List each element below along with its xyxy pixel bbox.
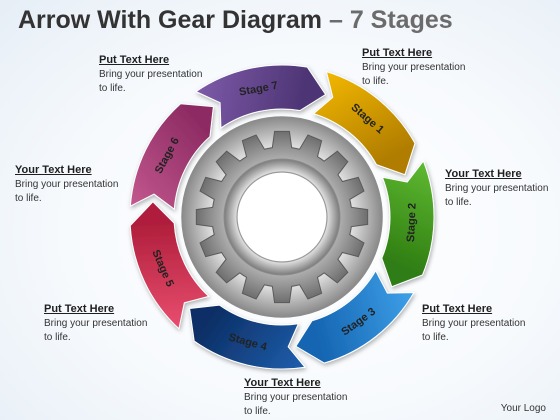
callout-body: Bring your presentation to life. <box>15 179 119 204</box>
callout-body: Bring your presentation to life. <box>244 392 348 417</box>
logo-text: Your Logo <box>500 403 546 414</box>
callout-body: Bring your presentation to life. <box>422 318 526 343</box>
callout-right: Your Text Here Bring your presentation t… <box>445 167 555 210</box>
gear-icon <box>181 116 383 318</box>
title-main: Arrow With Gear Diagram <box>18 6 323 34</box>
stage-arrow-1 <box>312 70 416 176</box>
stage-arrow-6 <box>129 103 214 211</box>
callout-title: Your Text Here <box>15 164 92 176</box>
callout-top-left: Put Text Here Bring your presentation to… <box>99 53 209 96</box>
title-subtitle: 7 Stages <box>349 6 453 34</box>
stage-label-2: Stage 2 <box>405 203 419 243</box>
stage-arrows <box>129 64 435 370</box>
stage-arrow-5 <box>129 201 210 330</box>
callout-body: Bring your presentation to life. <box>99 69 203 94</box>
callout-body: Bring your presentation to life. <box>44 318 148 343</box>
callout-top-right: Put Text Here Bring your presentation to… <box>362 46 472 89</box>
callout-left: Your Text Here Bring your presentation t… <box>15 163 125 206</box>
stage-arrow-4 <box>189 304 306 370</box>
callout-title: Put Text Here <box>422 303 493 315</box>
stage-arrow-3 <box>295 269 415 364</box>
callout-body: Bring your presentation to life. <box>445 183 549 208</box>
callout-bottom: Your Text Here Bring your presentation t… <box>244 376 354 419</box>
callout-title: Put Text Here <box>99 54 170 66</box>
title-separator: – <box>328 6 343 34</box>
callout-body: Bring your presentation to life. <box>362 62 466 87</box>
callout-title: Put Text Here <box>362 47 433 59</box>
callout-bottom-right: Put Text Here Bring your presentation to… <box>422 302 532 345</box>
callout-title: Put Text Here <box>44 303 115 315</box>
callout-title: Your Text Here <box>244 377 321 389</box>
page-title: Arrow With Gear Diagram – 7 Stages <box>18 4 453 36</box>
callout-bottom-left: Put Text Here Bring your presentation to… <box>44 302 154 345</box>
stage-arrow-2 <box>381 160 435 288</box>
callout-title: Your Text Here <box>445 168 522 180</box>
stage-arrow-7 <box>195 64 327 129</box>
